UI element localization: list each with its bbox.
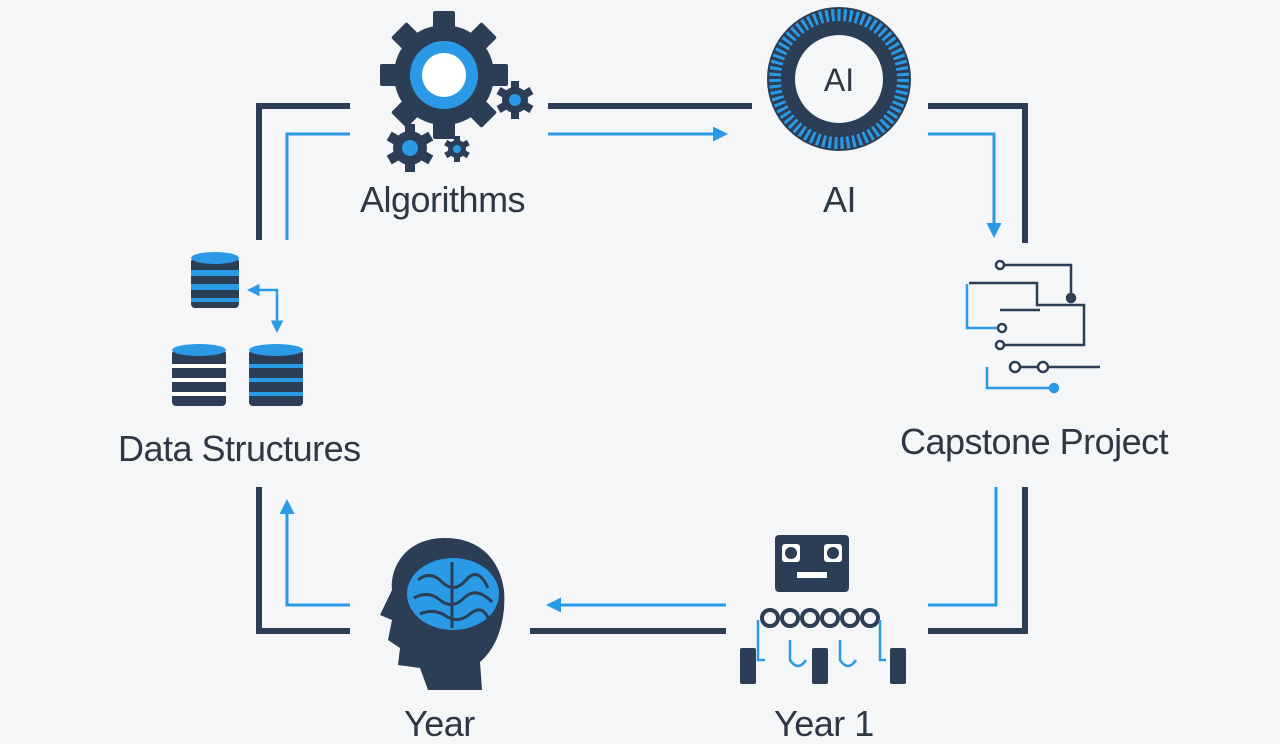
frame-bottom-right bbox=[928, 487, 1028, 634]
circuit-icon bbox=[965, 259, 1100, 394]
robot-icon bbox=[740, 535, 906, 684]
brain-head-icon bbox=[380, 538, 505, 690]
year-1-label: Year 1 bbox=[774, 703, 874, 744]
algorithms-label: Algorithms bbox=[360, 179, 526, 220]
data-structures-label: Data Structures bbox=[118, 428, 361, 469]
ai-label: AI bbox=[823, 179, 857, 220]
frame-top-left bbox=[256, 103, 350, 240]
arrow-ai-to-capstone bbox=[928, 132, 1002, 238]
arrow-top-left-bracket bbox=[285, 132, 350, 240]
frame-top-right bbox=[928, 103, 1028, 243]
year-label: Year bbox=[404, 703, 475, 744]
curriculum-cycle-diagram: AI bbox=[172, 7, 1100, 690]
arrow-capstone-down bbox=[928, 487, 998, 607]
flow-arrows bbox=[279, 126, 1002, 613]
gears-icon bbox=[380, 11, 534, 172]
frame-bottom-left bbox=[256, 487, 350, 634]
ai-badge-text: AI bbox=[824, 62, 854, 98]
outer-frame bbox=[256, 103, 1028, 634]
capstone-project-label: Capstone Project bbox=[900, 421, 1169, 462]
arrow-year-to-data bbox=[279, 499, 350, 607]
database-icon bbox=[172, 252, 303, 406]
ai-chip-icon: AI bbox=[767, 7, 911, 151]
